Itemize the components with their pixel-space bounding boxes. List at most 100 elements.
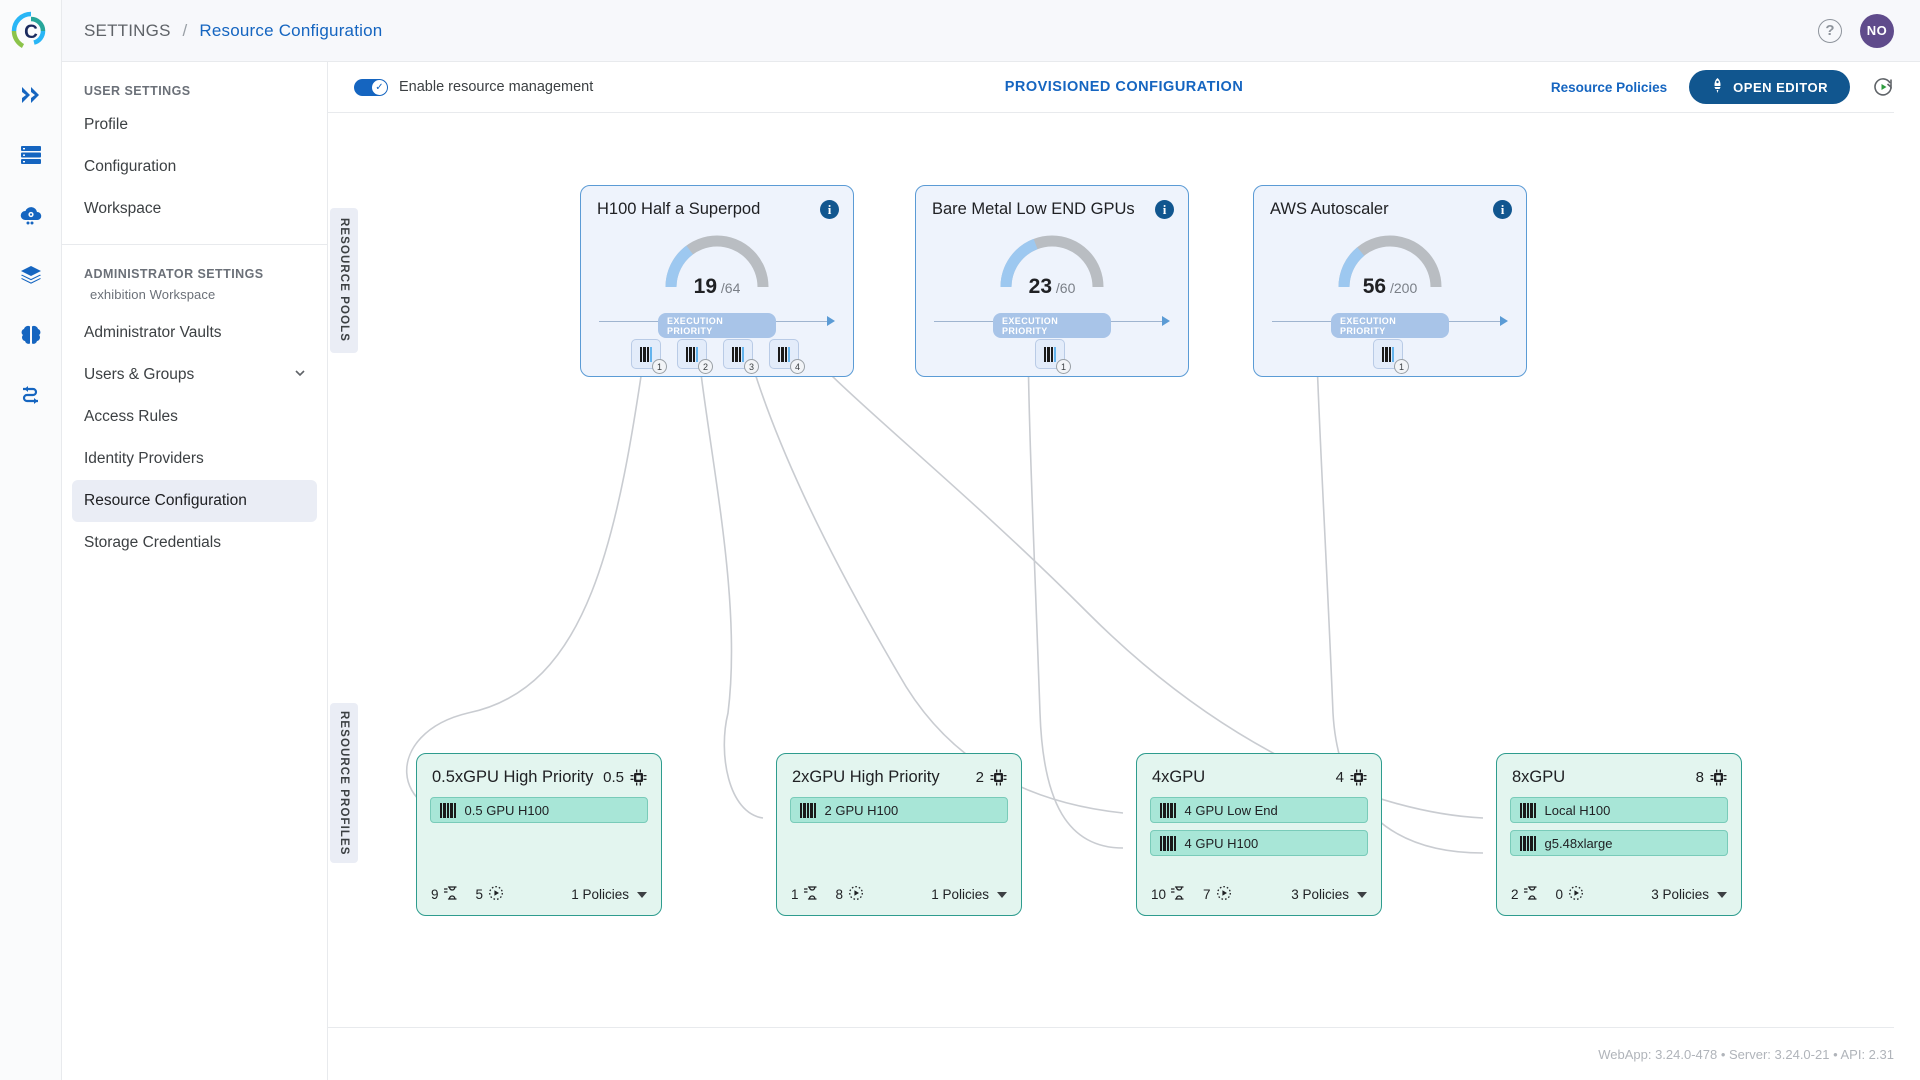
breadcrumb-current[interactable]: Resource Configuration [199, 20, 383, 40]
execution-priority-label: EXECUTION PRIORITY [1331, 313, 1449, 338]
execution-priority-label: EXECUTION PRIORITY [658, 313, 776, 338]
execution-priority-axis: EXECUTION PRIORITY [1272, 313, 1508, 338]
sidebar-item-label: Workspace [84, 200, 162, 217]
sidebar-item-label: Profile [84, 116, 128, 133]
enable-resource-management-label: Enable resource management [399, 79, 594, 95]
barcode-icon [800, 802, 816, 818]
profile-gpu-count: 4 [1336, 769, 1367, 786]
profile-resource-row[interactable]: g5.48xlarge [1510, 830, 1728, 856]
priority-axis-arrow-icon [827, 316, 835, 326]
profile-resource-row[interactable]: 0.5 GPU H100 [430, 797, 648, 823]
brand-logo-icon[interactable]: C [8, 8, 54, 54]
sidebar-item-workspace[interactable]: Workspace [72, 188, 317, 230]
info-icon[interactable]: i [1155, 200, 1174, 219]
nav-icon-layers[interactable] [12, 256, 50, 294]
info-icon[interactable]: i [1493, 200, 1512, 219]
sidebar-item-storage-credentials[interactable]: Storage Credentials [72, 522, 317, 564]
pool-capacity-value: 23 /60 [1028, 275, 1076, 298]
profile-resource-row[interactable]: 2 GPU H100 [790, 797, 1008, 823]
profile-running-count: 8 [835, 887, 844, 902]
hourglass-icon [443, 885, 460, 904]
profile-resource-list: 0.5 GPU H100 [417, 787, 661, 823]
info-icon[interactable]: i [820, 200, 839, 219]
priority-chip[interactable]: 1 [1373, 339, 1409, 374]
breadcrumb-root[interactable]: SETTINGS [84, 20, 171, 40]
sidebar-item-access-rules[interactable]: Access Rules [72, 396, 317, 438]
version-info: WebApp: 3.24.0-478 • Server: 3.24.0-21 •… [1598, 1046, 1894, 1062]
resource-profiles-tab[interactable]: RESOURCE PROFILES [330, 703, 358, 863]
config-toolbar: ✓ Enable resource management PROVISIONED… [328, 62, 1920, 112]
sidebar-item-resource-configuration[interactable]: Resource Configuration [72, 480, 317, 522]
nav-icon-workloads[interactable] [12, 76, 50, 114]
priority-chip[interactable]: 4 [769, 339, 805, 374]
sidebar-item-profile[interactable]: Profile [72, 104, 317, 146]
open-editor-label: OPEN EDITOR [1733, 79, 1828, 95]
enable-resource-management-toggle[interactable]: ✓ [354, 78, 388, 96]
priority-chip[interactable]: 1 [1035, 339, 1071, 374]
profile-gpu-count: 2 [976, 769, 1007, 786]
resource-pools-tab[interactable]: RESOURCE POOLS [330, 208, 358, 353]
profile-gpu-count: 8 [1696, 769, 1727, 786]
profile-queued-stat: 2 [1511, 885, 1540, 904]
priority-chip[interactable]: 3 [723, 339, 759, 374]
profile-running-count: 7 [1203, 887, 1211, 902]
nav-icon-models[interactable] [12, 316, 50, 354]
profile-policies-dropdown[interactable]: 1 Policies [571, 887, 647, 902]
running-icon [488, 885, 504, 904]
priority-chip-box [769, 339, 799, 369]
priority-chip[interactable]: 2 [677, 339, 713, 374]
sidebar-item-label: Storage Credentials [84, 534, 221, 551]
profile-queued-count: 9 [431, 887, 439, 902]
nav-divider [62, 244, 327, 245]
profile-policies-dropdown[interactable]: 3 Policies [1291, 887, 1367, 902]
nav-admin-workspace-name: exhibition Workspace [90, 287, 216, 302]
refresh-play-icon[interactable] [1872, 76, 1894, 98]
execution-priority-axis: EXECUTION PRIORITY [599, 313, 835, 338]
profile-queued-count: 2 [1511, 887, 1519, 902]
profile-policies-dropdown[interactable]: 1 Policies [931, 887, 1007, 902]
enable-resource-management-toggle-group[interactable]: ✓ Enable resource management [354, 78, 594, 96]
toolbar-actions: Resource Policies OPEN EDITOR [1551, 70, 1894, 104]
barcode-icon [1044, 346, 1056, 362]
cpu-chip-icon [1710, 769, 1727, 786]
profile-running-stat: 8 [836, 885, 865, 904]
help-icon[interactable]: ? [1818, 18, 1842, 43]
profile-resource-row[interactable]: 4 GPU Low End [1150, 797, 1368, 823]
barcode-icon [778, 346, 790, 362]
profile-resource-row[interactable]: 4 GPU H100 [1150, 830, 1368, 856]
nav-icon-servers[interactable] [12, 136, 50, 174]
nav-icon-cloud-settings[interactable] [12, 196, 50, 234]
hourglass-icon [1170, 885, 1187, 904]
profile-queued-stat: 1 [791, 885, 820, 904]
pool-title: Bare Metal Low END GPUs [932, 200, 1135, 218]
profile-footer: 1 8 1 Policies [777, 885, 1021, 904]
nav-icon-resource-config[interactable] [12, 376, 50, 414]
profile-queued-count: 1 [791, 887, 799, 902]
priority-axis-arrow-icon [1500, 316, 1508, 326]
profile-resource-label: 4 GPU H100 [1184, 835, 1259, 851]
sidebar-item-users-groups[interactable]: Users & Groups [72, 354, 317, 396]
sidebar-item-identity-providers[interactable]: Identity Providers [72, 438, 317, 480]
sidebar-item-configuration[interactable]: Configuration [72, 146, 317, 188]
barcode-icon [1520, 802, 1536, 818]
priority-chip[interactable]: 1 [631, 339, 667, 374]
priority-chip-list: 1 [916, 339, 1188, 374]
sidebar-item-administrator-vaults[interactable]: Administrator Vaults [72, 312, 317, 354]
profile-resource-row[interactable]: Local H100 [1510, 797, 1728, 823]
profile-policies-dropdown[interactable]: 3 Policies [1651, 887, 1727, 902]
profile-policies-label: 1 Policies [931, 887, 989, 902]
resource-policies-link[interactable]: Resource Policies [1550, 79, 1668, 95]
open-editor-button[interactable]: OPEN EDITOR [1689, 70, 1850, 104]
cpu-chip-icon [1350, 769, 1367, 786]
avatar[interactable]: NO [1860, 13, 1894, 48]
